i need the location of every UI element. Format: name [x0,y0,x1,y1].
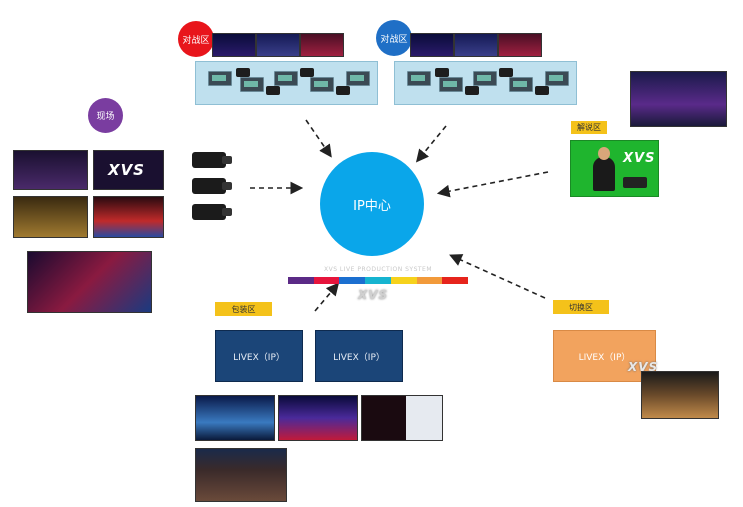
duizhan-b-panel [394,61,577,105]
xianchang-thumb-1 [13,150,88,190]
streaming-device-icon [509,77,533,92]
camera-stack [188,150,234,226]
camera-icon [465,86,479,95]
arrow-qiehuan-to-ip [449,254,546,299]
duizhan-a-panel [195,61,378,105]
streaming-device-icon [274,71,298,86]
duizhan-a-label: 对战区 [178,21,214,57]
jieshuo-label: 解说区 [571,121,607,134]
xvs-logo: XVS [623,151,656,166]
arrow-duizhan-b-to-ip [415,125,447,163]
streaming-device-icon [240,77,264,92]
camera-icon [300,68,314,77]
streaming-device-icon [208,71,232,86]
streaming-device-icon [473,71,497,86]
streaming-device-icon [545,71,569,86]
camera-icon [535,86,549,95]
streaming-device-icon [439,77,463,92]
duizhan-a-thumb-3 [300,33,344,57]
camera-icon [192,204,232,220]
xvs-logo: XVS [358,288,389,302]
baozhuang-thumb-1 [195,395,275,441]
baozhuang-thumb-3 [361,395,443,441]
xianchang-thumb-2: XVS [93,150,164,190]
qiehuan-label: 切换区 [553,300,609,314]
xianchang-thumb-4 [93,196,164,238]
camera-icon [435,68,449,77]
duizhan-a-thumb-2 [256,33,300,57]
baozhuang-label: 包装区 [215,302,272,316]
baozhuang-thumb-4 [195,448,287,502]
duizhan-b-thumb-3 [498,33,542,57]
camera-icon [623,177,647,188]
streaming-device-icon [346,71,370,86]
livex-box-3: LIVEX（IP） [553,330,656,382]
duizhan-b-thumb-1 [410,33,454,57]
presenter-figure [593,157,615,191]
streaming-device-icon [407,71,431,86]
jieshuo-thumb-greenscreen: XVS [570,140,659,197]
streaming-device-icon [310,77,334,92]
xvs-logo: XVS [108,161,145,179]
arrow-duizhan-a-to-ip [305,119,332,158]
camera-icon [236,68,250,77]
camera-icon [336,86,350,95]
baozhuang-thumb-2 [278,395,358,441]
ip-center: IP中心 [320,152,424,256]
duizhan-b-label: 对战区 [376,20,412,56]
arrow-baozhuang-to-ip [314,282,340,312]
arrow-jieshuo-to-ip [436,171,549,198]
camera-icon [192,178,232,194]
xvs-caption: XVS LIVE PRODUCTION SYSTEM [323,266,433,273]
camera-icon [192,152,232,168]
livex-box-2: LIVEX（IP） [315,330,403,382]
xvs-color-strip [288,277,469,284]
duizhan-b-thumb-2 [454,33,498,57]
qiehuan-thumb-control-room [641,371,719,419]
camera-icon [266,86,280,95]
presenter-head [598,147,610,160]
livex-box-1: LIVEX（IP） [215,330,303,382]
jieshuo-thumb-stage [630,71,727,127]
xianchang-label: 现场 [88,98,123,133]
xianchang-thumb-3 [13,196,88,238]
xvs-logo: XVS [628,360,659,374]
camera-icon [499,68,513,77]
duizhan-a-thumb-1 [212,33,256,57]
xianchang-thumb-5 [27,251,152,313]
